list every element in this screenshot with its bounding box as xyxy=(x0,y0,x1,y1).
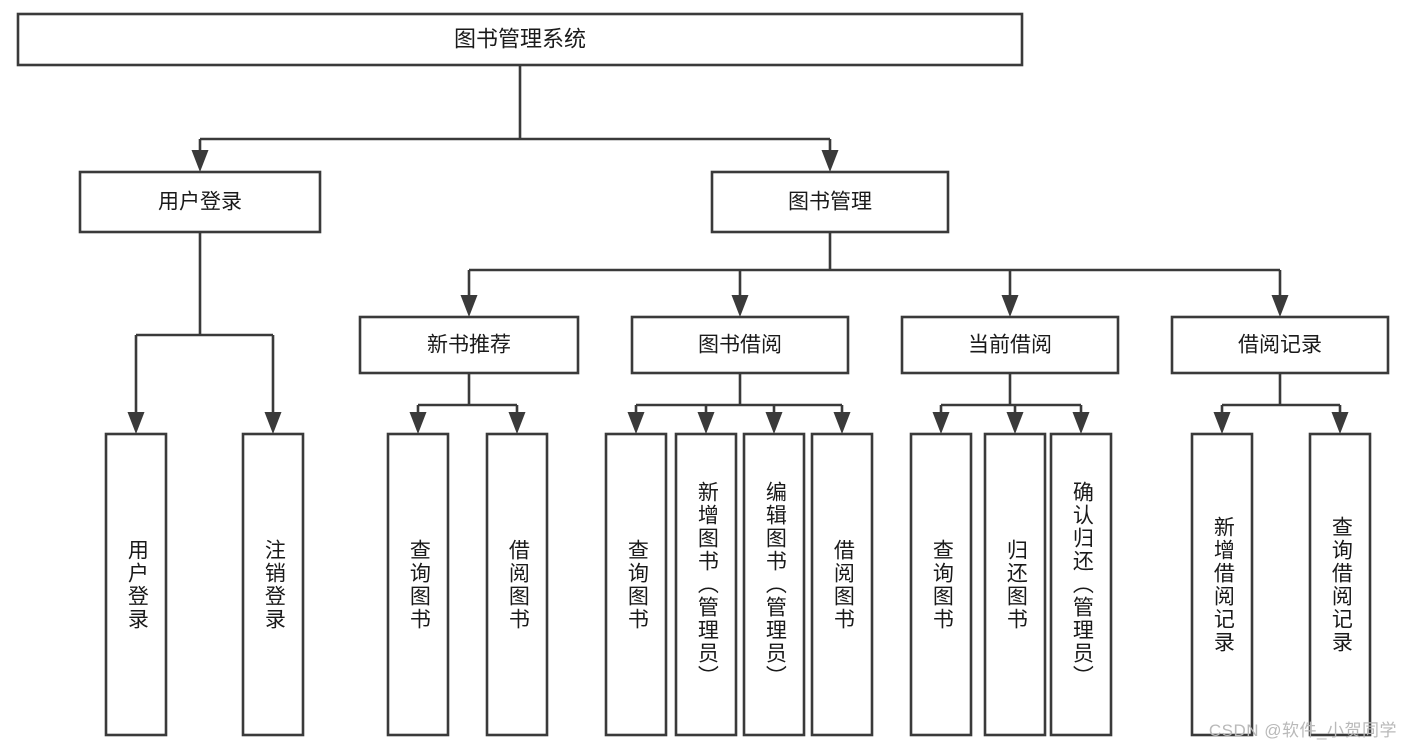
connector-lines xyxy=(127,65,1349,434)
arrow-down-icon xyxy=(821,150,839,172)
node-level3-label-3: 借阅记录 xyxy=(1238,334,1322,357)
arrow-down-icon xyxy=(1331,412,1349,434)
node-level3-2[interactable] xyxy=(900,315,1120,375)
arrow-down-icon xyxy=(264,412,282,434)
node-leaf-图书借阅-0[interactable] xyxy=(604,432,668,737)
node-leaf-用户登录-1[interactable] xyxy=(241,432,305,737)
arrow-down-icon xyxy=(191,150,209,172)
arrow-down-icon xyxy=(460,295,478,317)
node-leaf-当前借阅-1[interactable] xyxy=(983,432,1047,737)
arrow-down-icon xyxy=(627,412,645,434)
node-leaf-当前借阅-2[interactable] xyxy=(1049,432,1113,737)
arrow-down-icon xyxy=(697,412,715,434)
node-root[interactable] xyxy=(16,12,1024,67)
node-level2-0[interactable] xyxy=(78,170,322,234)
node-leaf-图书借阅-2[interactable] xyxy=(742,432,806,737)
node-level3-label-2: 当前借阅 xyxy=(968,334,1052,357)
node-leaf-新书推荐-0[interactable] xyxy=(386,432,450,737)
node-level3-label-1: 图书借阅 xyxy=(698,334,782,357)
arrow-down-icon xyxy=(1001,295,1019,317)
node-level3-3[interactable] xyxy=(1170,315,1390,375)
node-root-label: 图书管理系统 xyxy=(454,26,586,51)
arrow-down-icon xyxy=(932,412,950,434)
node-level2-label-1: 图书管理 xyxy=(788,191,872,214)
node-leaf-用户登录-0[interactable] xyxy=(104,432,168,737)
node-boxes xyxy=(16,12,1390,737)
arrow-down-icon xyxy=(127,412,145,434)
node-level2-label-0: 用户登录 xyxy=(158,191,242,214)
arrow-down-icon xyxy=(508,412,526,434)
node-leaf-新书推荐-1[interactable] xyxy=(485,432,549,737)
node-leaf-借阅记录-1[interactable] xyxy=(1308,432,1372,737)
arrow-down-icon xyxy=(731,295,749,317)
arrow-down-icon xyxy=(1072,412,1090,434)
arrow-down-icon xyxy=(1213,412,1231,434)
node-leaf-借阅记录-0[interactable] xyxy=(1190,432,1254,737)
node-level3-label-0: 新书推荐 xyxy=(427,334,511,357)
node-level2-1[interactable] xyxy=(710,170,950,234)
arrow-down-icon xyxy=(1271,295,1289,317)
watermark-text: CSDN @软件_小贺同学 xyxy=(1208,721,1397,740)
arrow-down-icon xyxy=(409,412,427,434)
node-level3-1[interactable] xyxy=(630,315,850,375)
arrow-down-icon xyxy=(765,412,783,434)
node-leaf-当前借阅-0[interactable] xyxy=(909,432,973,737)
arrow-down-icon xyxy=(833,412,851,434)
node-leaf-图书借阅-3[interactable] xyxy=(810,432,874,737)
node-leaf-图书借阅-1[interactable] xyxy=(674,432,738,737)
arrow-down-icon xyxy=(1006,412,1024,434)
node-level3-0[interactable] xyxy=(358,315,580,375)
